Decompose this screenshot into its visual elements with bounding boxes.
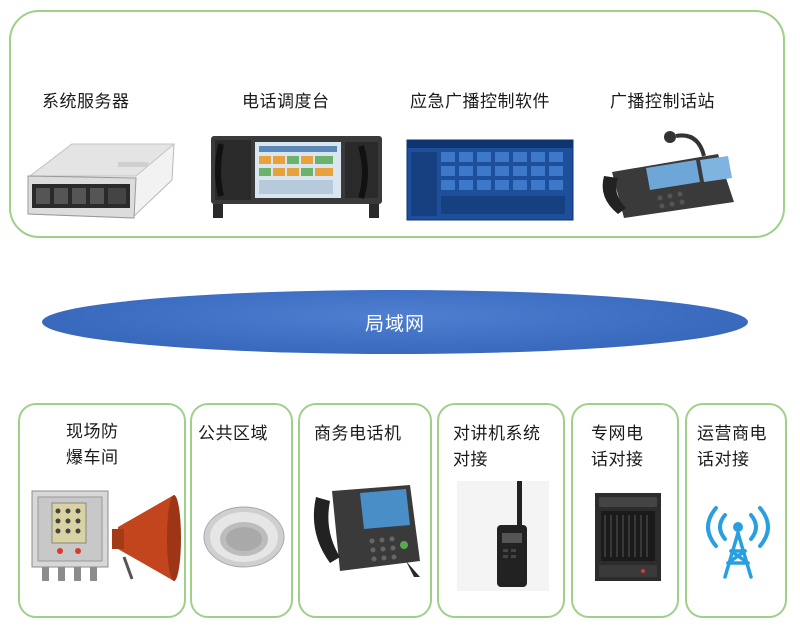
dispatch-console-icon [211, 136, 382, 218]
endpoint-label-carrier-line2: 话对接 [697, 450, 750, 470]
dispatch-console-label: 电话调度台 [242, 92, 330, 112]
lan-label: 局域网 [364, 312, 425, 335]
private-network-cabinet-icon [595, 493, 661, 581]
ceiling-speaker-icon [203, 506, 285, 568]
cell-tower-icon [706, 506, 770, 579]
endpoint-box-workshop: 现场防 爆车间 [18, 403, 186, 618]
endpoint-box-public-area: 公共区域 [190, 403, 293, 618]
broadcast-software-screen-icon [406, 139, 574, 221]
endpoint-box-walkie-talkie: 对讲机系统 对接 [437, 403, 565, 618]
endpoint-box-carrier: 运营商电 话对接 [685, 403, 787, 618]
endpoint-label-carrier-line1: 运营商电 [697, 424, 767, 444]
endpoint-label-workshop-line1: 现场防 [66, 422, 119, 442]
walkie-talkie-icon [457, 481, 549, 591]
endpoint-label-business-phone: 商务电话机 [314, 424, 402, 444]
endpoint-label-walkie-talkie-line1: 对讲机系统 [453, 424, 541, 444]
server-rack-icon [27, 143, 176, 219]
endpoint-label-private-network-line2: 话对接 [591, 450, 644, 470]
endpoint-label-private-network-line1: 专网电 [591, 424, 644, 444]
endpoint-label-walkie-talkie-line2: 对接 [453, 450, 488, 470]
broadcast-software-label: 应急广播控制软件 [410, 92, 550, 112]
explosion-proof-horn-icon [31, 490, 181, 581]
endpoint-label-workshop-line2: 爆车间 [66, 448, 119, 468]
endpoint-label-public-area: 公共区域 [198, 424, 268, 444]
broadcast-phone-label: 广播控制话站 [610, 92, 715, 112]
endpoint-box-business-phone: 商务电话机 [298, 403, 432, 618]
broadcast-control-phone-icon [602, 131, 734, 218]
lan-network: 局域网 [42, 290, 748, 354]
endpoint-box-private-network: 专网电 话对接 [571, 403, 679, 618]
server-label: 系统服务器 [42, 92, 130, 112]
ip-phone-icon [313, 485, 420, 577]
